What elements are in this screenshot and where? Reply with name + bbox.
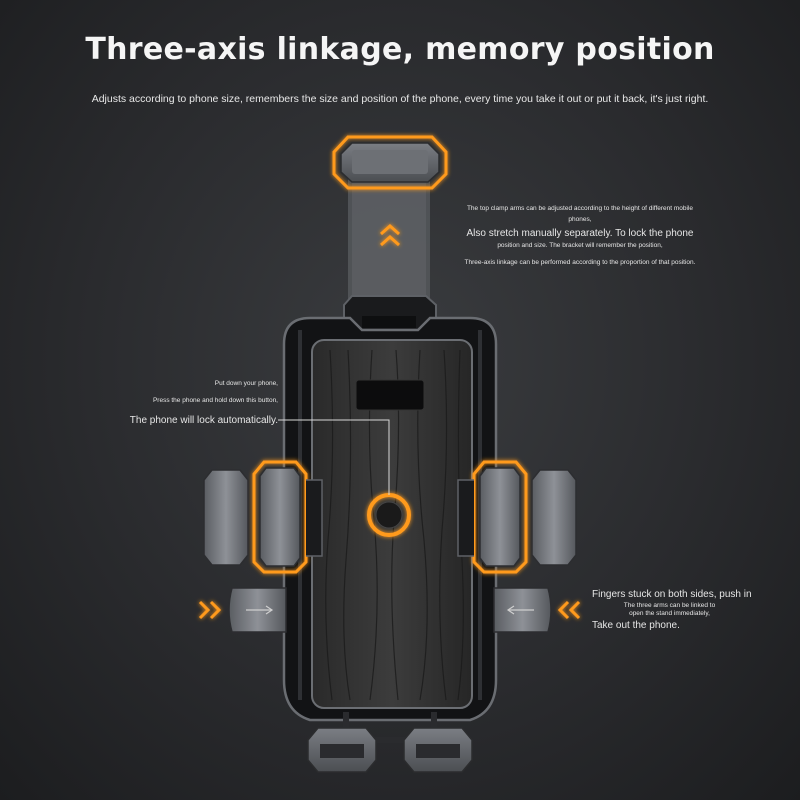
- right-side-arm: [457, 460, 577, 574]
- top-clamp-annotation: The top clamp arms can be adjusted accor…: [440, 203, 720, 270]
- leader-line: [278, 419, 390, 495]
- arrow-left-right-icon: [246, 605, 274, 615]
- annotation-line: The phone will lock automatically.: [129, 414, 278, 426]
- annotation-line: The top clamp arms can be adjusted accor…: [466, 205, 694, 212]
- bottom-clamp-feet: [307, 712, 473, 773]
- chevron-left-double-icon: [557, 600, 581, 620]
- annotation-line: phones,: [568, 215, 592, 223]
- top-extension-arm: [348, 170, 430, 310]
- annotation-line: Also stretch manually separately. To loc…: [466, 227, 694, 239]
- chevron-up-double-icon: [380, 223, 400, 247]
- annotation-line: position and size. The bracket will reme…: [497, 242, 663, 250]
- left-release-tab: [228, 587, 287, 633]
- annotation-line: Put down your phone,: [214, 380, 278, 387]
- annotation-line: Take out the phone.: [592, 620, 680, 632]
- annotation-line: Three-axis linkage can be performed acco…: [464, 258, 696, 266]
- right-release-tab: [493, 587, 552, 633]
- annotation-line: Fingers stuck on both sides, push in: [592, 589, 752, 600]
- headline: Three-axis linkage, memory position: [85, 32, 715, 67]
- chevron-right-double-icon: [198, 600, 222, 620]
- left-side-arm: [203, 460, 323, 574]
- arrow-left-right-icon: [506, 605, 534, 615]
- annotation-line: open the stand immediately,: [629, 610, 710, 618]
- annotation-line: Press the phone and hold down this butto…: [152, 396, 278, 404]
- top-clamp-arm: [332, 135, 448, 190]
- subheadline: Adjusts according to phone size, remembe…: [91, 93, 709, 105]
- lock-button-annotation: Put down your phone, Press the phone and…: [100, 380, 278, 427]
- annotation-line: The three arms can be linked to: [623, 601, 716, 609]
- release-annotation: Fingers stuck on both sides, push in The…: [592, 588, 792, 633]
